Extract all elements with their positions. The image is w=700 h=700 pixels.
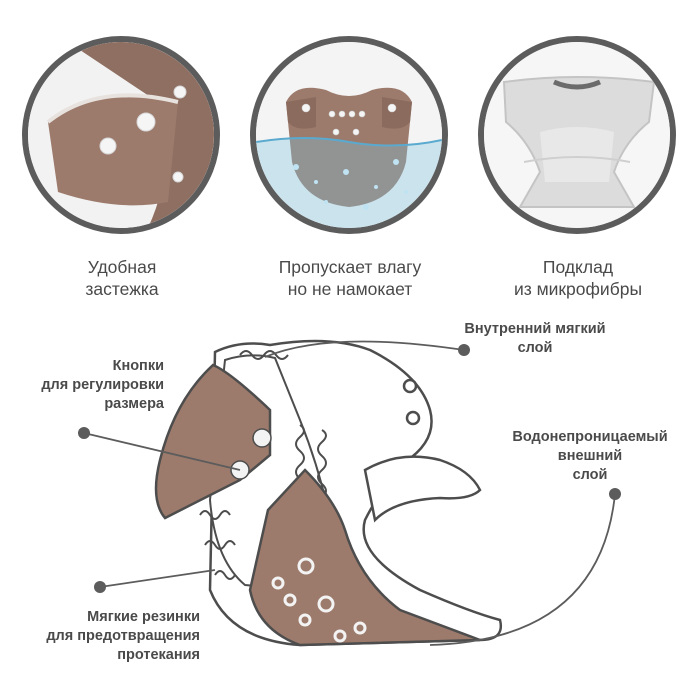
callout-dot-icon: [78, 427, 90, 439]
label-line: Водонепроницаемый: [512, 429, 668, 445]
label-snap-buttons: Кнопки для регулировки размера: [14, 357, 164, 414]
diaper-inner-layer: [208, 354, 333, 592]
label-line: слой: [517, 340, 553, 356]
snap-ring-icon: [402, 378, 418, 394]
label-line: внешний: [557, 448, 623, 464]
elastic-wave-1: [295, 424, 305, 494]
snap-ring-icon: [333, 629, 347, 643]
label-line: Кнопки: [112, 358, 164, 374]
callout-line-elastic: [99, 569, 216, 588]
caption-line: из микрофибры: [513, 279, 643, 299]
leg-ruffle-3: [214, 570, 236, 580]
label-outer-layer: Водонепроницаемый внешний слой: [490, 428, 690, 485]
microfiber-lining-illustration: [484, 42, 670, 228]
top-ruffle: [239, 350, 289, 360]
photo-microfiber-lining: [478, 36, 676, 234]
label-line: для предотвращения: [46, 628, 200, 644]
caption-line: Удобная: [87, 257, 157, 277]
waterproof-diaper-illustration: [256, 42, 442, 228]
caption-line: Подклад: [542, 257, 614, 277]
photo-waterproof: [250, 36, 448, 234]
snap-ring-icon: [317, 595, 335, 613]
callout-line-buttons: [83, 432, 241, 471]
leg-ruffle-2: [204, 540, 236, 550]
snap-ring-icon: [298, 613, 312, 627]
diaper-bottom-panel: [248, 468, 481, 647]
caption-line: Пропускает влагу: [278, 257, 422, 277]
snap-ring-icon: [297, 557, 315, 575]
label-line: протекания: [117, 647, 200, 663]
snap-ring-icon: [353, 621, 367, 635]
caption-microfiber: Подклад из микрофибры: [468, 256, 688, 300]
snap-ring-icon: [271, 576, 285, 590]
snap-button-icon: [230, 460, 250, 480]
snap-ring-icon: [283, 593, 297, 607]
label-inner-layer: Внутренний мягкий слой: [430, 320, 640, 358]
snap-button-icon: [252, 428, 272, 448]
leg-ruffle-1: [199, 510, 231, 520]
caption-line: застежка: [85, 279, 159, 299]
label-line: Внутренний мягкий: [464, 321, 606, 337]
caption-line: но не намокает: [287, 279, 413, 299]
label-line: для регулировки: [41, 377, 164, 393]
label-line: слой: [572, 467, 608, 483]
callout-dot-icon: [609, 488, 621, 500]
callout-dot-icon: [94, 581, 106, 593]
caption-snap-closure: Удобная застежка: [12, 256, 232, 300]
label-line: Мягкие резинки: [87, 609, 200, 625]
snap-ring-icon: [405, 410, 421, 426]
callout-line-outer: [429, 493, 616, 646]
elastic-wave-2: [317, 429, 327, 513]
label-elastics: Мягкие резинки для предотвращения протек…: [14, 608, 200, 665]
caption-waterproof: Пропускает влагу но не намокает: [240, 256, 460, 300]
label-line: размера: [104, 396, 164, 412]
snap-closure-illustration: [28, 42, 214, 228]
diaper-left-tab: [154, 363, 272, 520]
diaper-right-wing: [363, 455, 482, 523]
photo-snap-closure: [22, 36, 220, 234]
diaper-back-panel: [208, 339, 503, 647]
snap-rings: [271, 557, 367, 643]
